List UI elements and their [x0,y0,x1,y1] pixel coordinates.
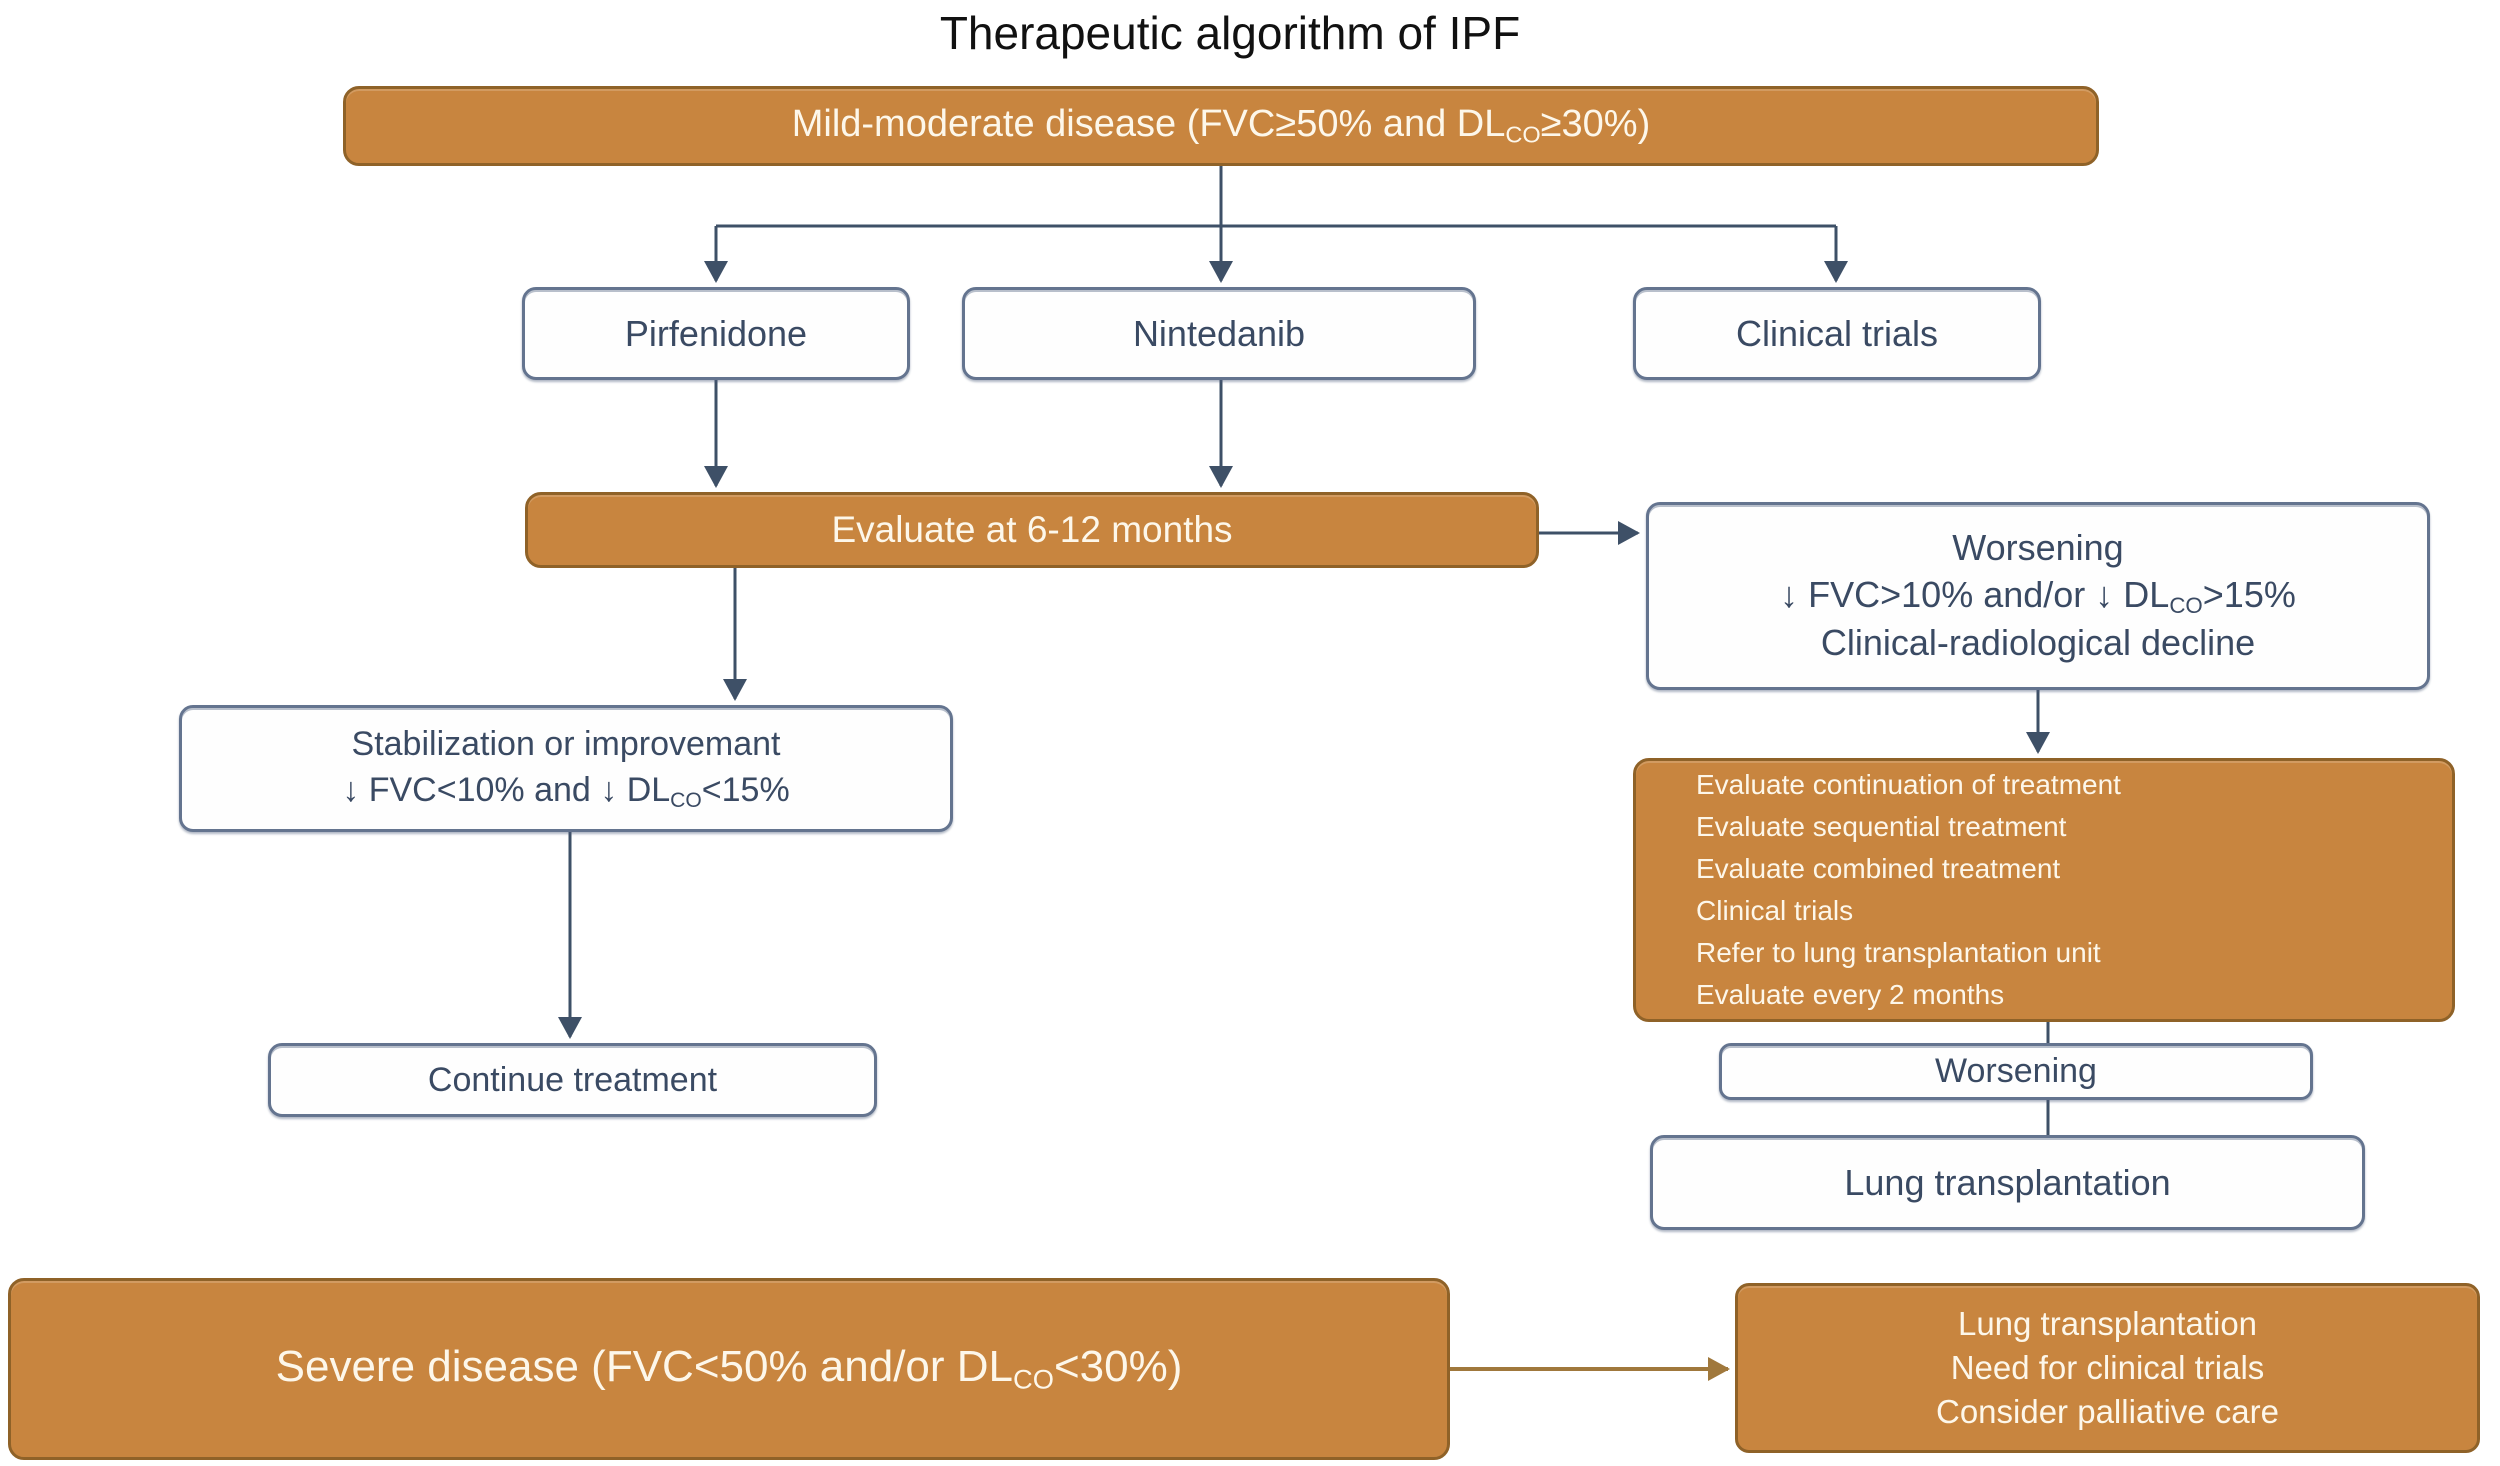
severe-action-line: Lung transplantation [1957,1305,2258,1342]
severe-action-line: Consider palliative care [1935,1393,2279,1430]
worsening-criteria-line3: Clinical-radiological decline [1820,622,2256,664]
action-line: Clinical trials [1696,895,1854,926]
node-pirfenidone: Pirfenidone [522,287,910,380]
action-line: Evaluate sequential treatment [1696,811,2067,842]
severe-action-line: Need for clinical trials [1950,1349,2265,1386]
node-pirfenidone-label: Pirfenidone [624,312,808,354]
stabilization-line1: Stabilization or improvemant [351,724,781,763]
node-clinical-trials-label: Clinical trials [1735,312,1939,354]
node-severe-label: Severe disease (FVC<50% and/or DLCO<30%) [275,1342,1183,1395]
worsening-criteria-line1: Worsening [1952,527,2124,569]
worsening-criteria-line2: ↓ FVC>10% and/or ↓ DLCO>15% [1780,573,2296,619]
node-evaluate-label: Evaluate at 6-12 months [831,509,1233,550]
node-mild-moderate-disease: Mild-moderate disease (FVC≥50% and DLCO≥… [343,86,2099,166]
action-line: Evaluate continuation of treatment [1696,769,2121,800]
node-stabilization: Stabilization or improvemant ↓ FVC<10% a… [179,705,953,832]
node-worsening-actions: Evaluate continuation of treatment Evalu… [1633,758,2455,1022]
node-severe-disease: Severe disease (FVC<50% and/or DLCO<30%) [8,1278,1450,1460]
diagram-title: Therapeutic algorithm of IPF [939,7,1521,59]
node-continue-treatment: Continue treatment [268,1043,877,1117]
node-lung-transplantation: Lung transplantation [1650,1135,2365,1230]
action-line: Refer to lung transplantation unit [1696,937,2101,968]
node-clinical-trials: Clinical trials [1633,287,2041,380]
node-worsening-criteria: Worsening ↓ FVC>10% and/or ↓ DLCO>15% Cl… [1646,502,2430,690]
stabilization-line2: ↓ FVC<10% and ↓ DLCO<15% [342,770,790,812]
action-line: Evaluate combined treatment [1696,853,2061,884]
node-mild-moderate-label: Mild-moderate disease (FVC≥50% and DLCO≥… [791,103,1651,148]
worsening-label: Worsening [1935,1052,2097,1090]
node-severe-actions: Lung transplantation Need for clinical t… [1735,1283,2480,1453]
node-nintedanib: Nintedanib [962,287,1476,380]
node-worsening: Worsening [1719,1043,2313,1100]
continue-treatment-label: Continue treatment [427,1060,718,1099]
node-evaluate-6-12-months: Evaluate at 6-12 months [525,492,1539,568]
node-nintedanib-label: Nintedanib [1132,312,1306,354]
lung-transplantation-label: Lung transplantation [1844,1161,2171,1203]
action-line: Evaluate every 2 months [1696,979,2005,1010]
